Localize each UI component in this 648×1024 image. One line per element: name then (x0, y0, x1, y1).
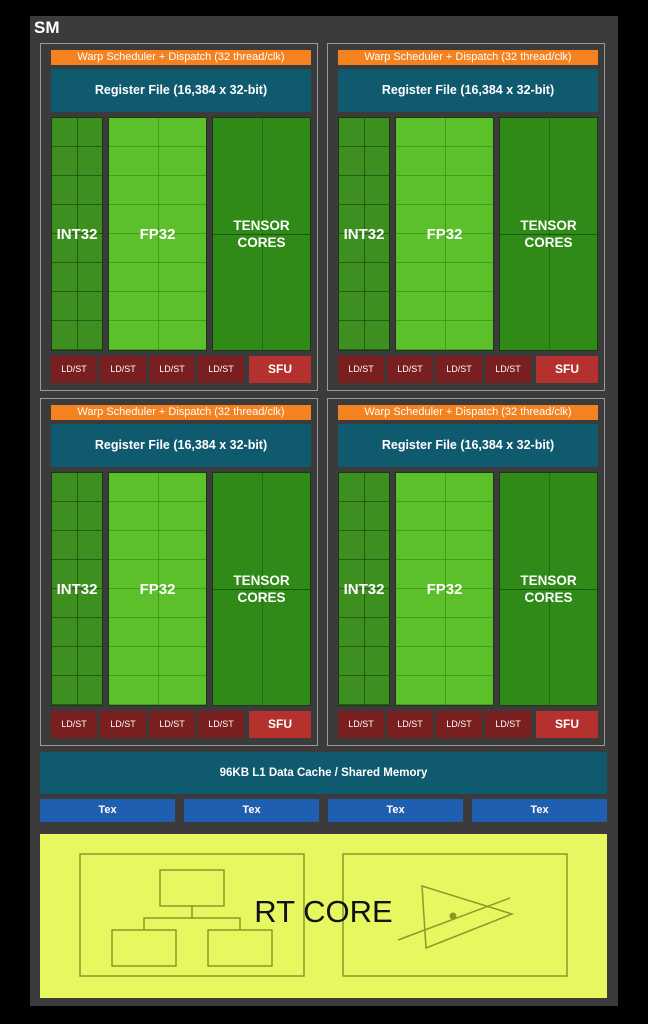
tex-unit: Tex (328, 799, 463, 822)
int32-unit: INT32 (51, 117, 103, 351)
ldst-unit: LD/ST (436, 356, 482, 383)
triangle-shape (421, 884, 515, 950)
ldst-unit: LD/ST (198, 711, 244, 738)
warp-scheduler: Warp Scheduler + Dispatch (32 thread/clk… (338, 50, 598, 65)
ldst-unit: LD/ST (100, 711, 146, 738)
ldst-unit: LD/ST (485, 711, 531, 738)
fp32-label: FP32 (426, 580, 463, 598)
sm-label: SM (34, 18, 60, 37)
int32-label: INT32 (56, 225, 98, 243)
fp32-unit: FP32 (395, 117, 494, 351)
ldst-unit: LD/ST (51, 711, 97, 738)
warp-scheduler: Warp Scheduler + Dispatch (32 thread/clk… (51, 405, 311, 420)
fp32-label: FP32 (139, 580, 176, 598)
register-file: Register File (16,384 x 32-bit) (51, 69, 311, 112)
fp32-unit: FP32 (108, 117, 207, 351)
sm-quadrant: Warp Scheduler + Dispatch (32 thread/clk… (40, 398, 318, 746)
ldst-unit: LD/ST (387, 356, 433, 383)
tensor-label-line1: TENSOR (520, 573, 577, 588)
warp-scheduler: Warp Scheduler + Dispatch (32 thread/clk… (51, 50, 311, 65)
int32-label: INT32 (56, 580, 98, 598)
tensor-cores-unit: TENSOR CORES (212, 117, 311, 351)
ldst-unit: LD/ST (485, 356, 531, 383)
tex-unit: Tex (40, 799, 175, 822)
ldst-unit: LD/ST (100, 356, 146, 383)
sfu-unit: SFU (249, 711, 311, 738)
fp32-label: FP32 (426, 225, 463, 243)
bvh-connector (143, 906, 193, 930)
int32-label: INT32 (343, 580, 385, 598)
fp32-unit: FP32 (108, 472, 207, 706)
ldst-unit: LD/ST (338, 711, 384, 738)
ldst-unit: LD/ST (149, 711, 195, 738)
ldst-unit: LD/ST (51, 356, 97, 383)
tensor-label-line1: TENSOR (233, 218, 290, 233)
l1-data-cache: 96KB L1 Data Cache / Shared Memory (40, 752, 607, 794)
int32-unit: INT32 (51, 472, 103, 706)
ldst-unit: LD/ST (338, 356, 384, 383)
tensor-cores-unit: TENSOR CORES (499, 117, 598, 351)
tensor-label-line2: CORES (237, 590, 286, 605)
sm-quadrant: Warp Scheduler + Dispatch (32 thread/clk… (327, 43, 605, 391)
intersection-point (449, 912, 457, 920)
int32-unit: INT32 (338, 117, 390, 351)
tensor-label-line1: TENSOR (520, 218, 577, 233)
ldst-unit: LD/ST (436, 711, 482, 738)
tensor-label-line1: TENSOR (233, 573, 290, 588)
rt-core: RT CORE (40, 834, 607, 998)
ldst-unit: LD/ST (387, 711, 433, 738)
sfu-unit: SFU (536, 711, 598, 738)
int32-unit: INT32 (338, 472, 390, 706)
bvh-connector (192, 917, 241, 930)
tensor-label-line2: CORES (524, 590, 573, 605)
ldst-unit: LD/ST (149, 356, 195, 383)
bvh-child-node-right (207, 929, 273, 967)
rt-core-diagram (79, 853, 568, 977)
fp32-unit: FP32 (395, 472, 494, 706)
int32-label: INT32 (343, 225, 385, 243)
intersection-panel (342, 853, 568, 977)
ldst-unit: LD/ST (198, 356, 244, 383)
tex-unit: Tex (184, 799, 319, 822)
warp-scheduler: Warp Scheduler + Dispatch (32 thread/clk… (338, 405, 598, 420)
tensor-label-line2: CORES (237, 235, 286, 250)
register-file: Register File (16,384 x 32-bit) (338, 69, 598, 112)
tensor-cores-unit: TENSOR CORES (499, 472, 598, 706)
sm-quadrant: Warp Scheduler + Dispatch (32 thread/clk… (327, 398, 605, 746)
bvh-child-node-left (111, 929, 177, 967)
sm-block: SM Warp Scheduler + Dispatch (32 thread/… (30, 16, 618, 1006)
sm-quadrant: Warp Scheduler + Dispatch (32 thread/clk… (40, 43, 318, 391)
tex-unit: Tex (472, 799, 607, 822)
bvh-panel (79, 853, 305, 977)
sfu-unit: SFU (249, 356, 311, 383)
tensor-cores-unit: TENSOR CORES (212, 472, 311, 706)
rt-core-label: RT CORE (254, 894, 393, 929)
register-file: Register File (16,384 x 32-bit) (338, 424, 598, 467)
register-file: Register File (16,384 x 32-bit) (51, 424, 311, 467)
fp32-label: FP32 (139, 225, 176, 243)
sfu-unit: SFU (536, 356, 598, 383)
tensor-label-line2: CORES (524, 235, 573, 250)
